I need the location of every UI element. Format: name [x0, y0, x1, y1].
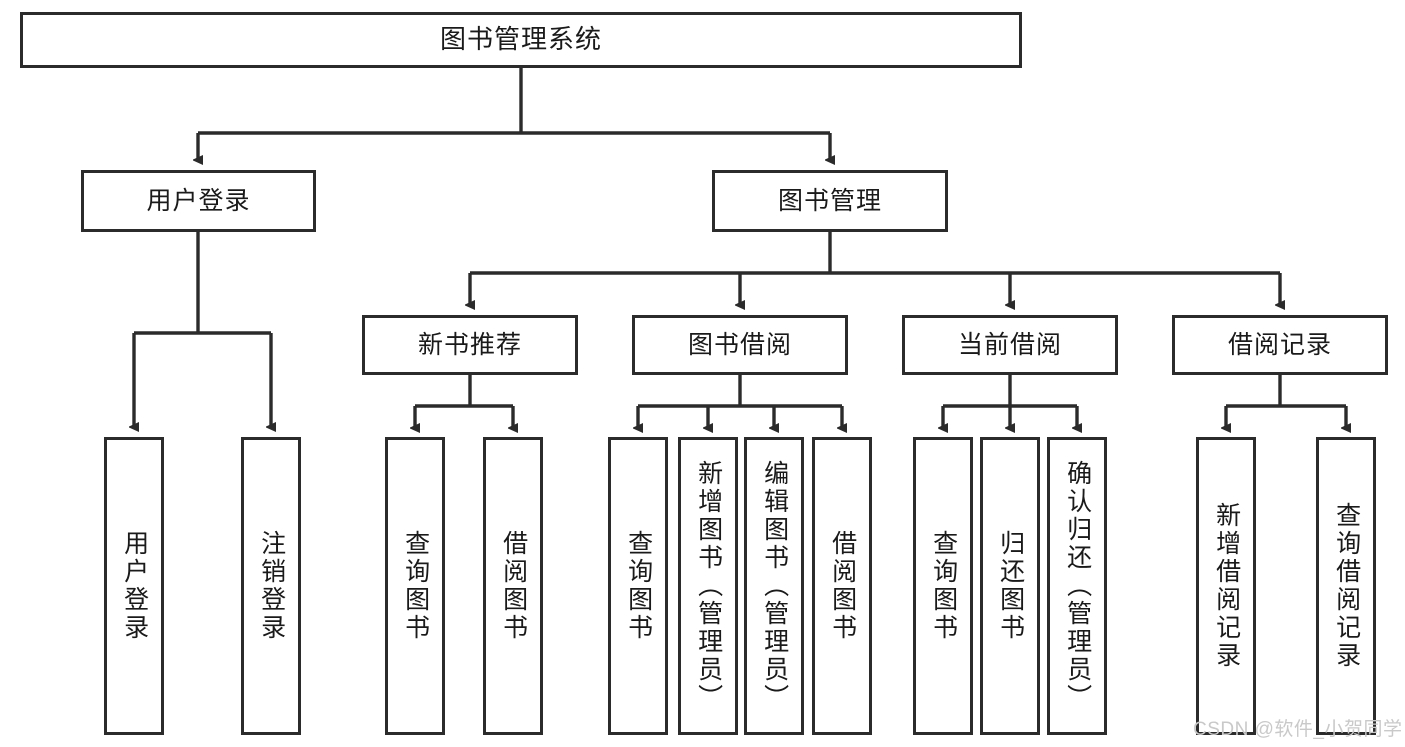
leaf-logout-label: 注销登录 [257, 530, 286, 642]
leaf-query-book-1[interactable]: 查询图书 [385, 437, 445, 735]
leaf-borrow-book-1[interactable]: 借阅图书 [483, 437, 543, 735]
node-root-label: 图书管理系统 [439, 24, 602, 55]
leaf-confirm-return-admin[interactable]: 确认归还（管理员） [1047, 437, 1107, 735]
node-current-borrow-label: 当前借阅 [957, 331, 1062, 359]
leaf-edit-book-admin-label: 编辑图书（管理员） [760, 460, 789, 712]
node-book-manage[interactable]: 图书管理 [712, 170, 948, 232]
leaf-borrow-book-1-label: 借阅图书 [499, 530, 528, 642]
leaf-query-book-2[interactable]: 查询图书 [608, 437, 668, 735]
node-new-book-recommend[interactable]: 新书推荐 [362, 315, 578, 375]
node-current-borrow[interactable]: 当前借阅 [902, 315, 1118, 375]
leaf-add-borrow-record[interactable]: 新增借阅记录 [1196, 437, 1256, 735]
leaf-user-login-label: 用户登录 [120, 530, 149, 642]
leaf-query-borrow-record-label: 查询借阅记录 [1332, 502, 1361, 670]
leaf-add-book-admin[interactable]: 新增图书（管理员） [678, 437, 738, 735]
leaf-query-borrow-record[interactable]: 查询借阅记录 [1316, 437, 1376, 735]
csdn-watermark: CSDN @软件_小贺同学 [1193, 719, 1403, 740]
node-root-book-management-system[interactable]: 图书管理系统 [20, 12, 1022, 68]
node-user-login[interactable]: 用户登录 [81, 170, 316, 232]
leaf-query-book-3[interactable]: 查询图书 [913, 437, 973, 735]
leaf-query-book-3-label: 查询图书 [929, 530, 958, 642]
node-borrow-record[interactable]: 借阅记录 [1172, 315, 1388, 375]
node-new-book-recommend-label: 新书推荐 [417, 331, 522, 359]
leaf-borrow-book-2[interactable]: 借阅图书 [812, 437, 872, 735]
leaf-borrow-book-2-label: 借阅图书 [828, 530, 857, 642]
leaf-edit-book-admin[interactable]: 编辑图书（管理员） [744, 437, 804, 735]
leaf-confirm-return-admin-label: 确认归还（管理员） [1063, 460, 1092, 712]
leaf-logout[interactable]: 注销登录 [241, 437, 301, 735]
node-book-borrow[interactable]: 图书借阅 [632, 315, 848, 375]
node-borrow-record-label: 借阅记录 [1227, 331, 1332, 359]
node-user-login-label: 用户登录 [146, 187, 251, 215]
leaf-add-borrow-record-label: 新增借阅记录 [1212, 502, 1241, 670]
leaf-add-book-admin-label: 新增图书（管理员） [694, 460, 723, 712]
leaf-user-login[interactable]: 用户登录 [104, 437, 164, 735]
leaf-return-book[interactable]: 归还图书 [980, 437, 1040, 735]
node-book-borrow-label: 图书借阅 [687, 331, 792, 359]
leaf-query-book-2-label: 查询图书 [624, 530, 653, 642]
leaf-return-book-label: 归还图书 [996, 530, 1025, 642]
leaf-query-book-1-label: 查询图书 [401, 530, 430, 642]
node-book-manage-label: 图书管理 [777, 187, 882, 215]
